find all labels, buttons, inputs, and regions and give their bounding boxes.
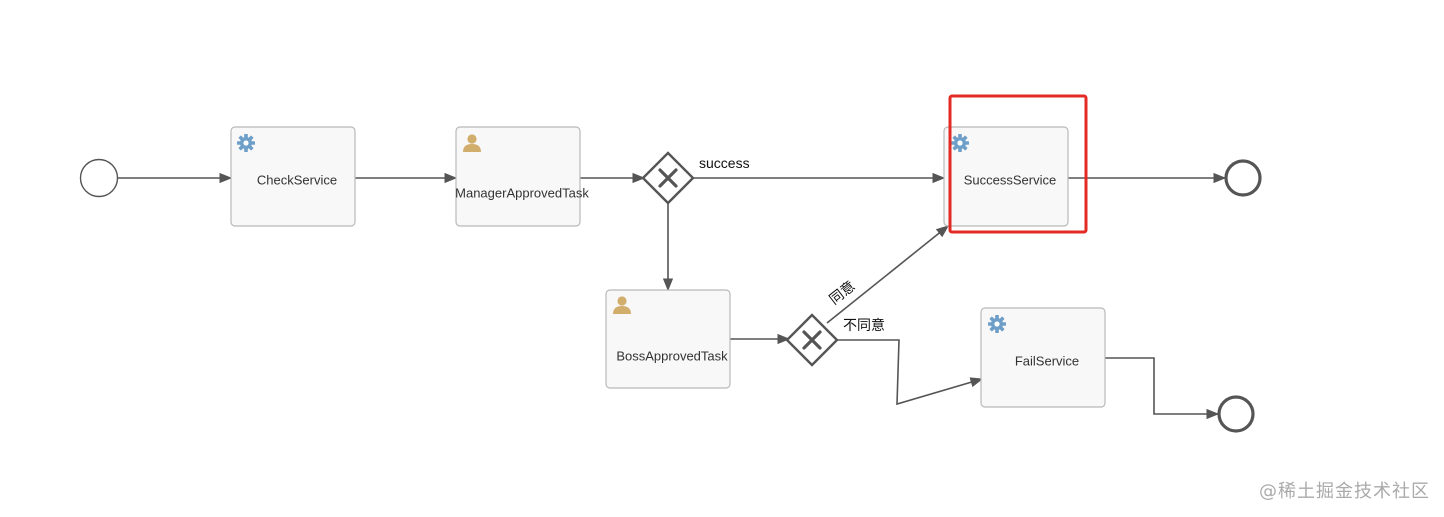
gear-icon	[988, 315, 1006, 333]
watermark: @稀土掘金技术社区	[1259, 481, 1430, 502]
start-event[interactable]	[79, 158, 119, 198]
exclusive-gateway-2[interactable]	[785, 313, 839, 367]
flow-agree[interactable]	[826, 225, 949, 324]
task-label: FailService	[1015, 353, 1079, 368]
task-label: CheckService	[257, 172, 337, 187]
end-event-fail[interactable]	[1217, 395, 1255, 433]
flow-fail-to-end[interactable]	[1105, 357, 1220, 420]
task-fail-service[interactable]: FailService	[980, 307, 1106, 408]
gear-icon	[951, 134, 969, 152]
flow-disagree[interactable]	[836, 339, 984, 406]
sequence-flows	[118, 172, 1227, 420]
task-label: BossApprovedTask	[616, 348, 728, 363]
task-label: SuccessService	[964, 172, 1056, 187]
task-success-service[interactable]: SuccessService	[943, 126, 1069, 227]
task-manager-approved[interactable]: ManagerApprovedTask	[455, 126, 589, 227]
flow-label-disagree: 不同意	[843, 317, 885, 333]
highlight-box	[948, 94, 1088, 234]
end-event-success[interactable]	[1224, 159, 1262, 197]
task-boss-approved[interactable]: BossApprovedTask	[605, 289, 731, 389]
task-label: ManagerApprovedTask	[455, 185, 589, 200]
flow-label-success: success	[699, 155, 750, 171]
task-check-service[interactable]: CheckService	[230, 126, 356, 227]
exclusive-gateway-1[interactable]	[641, 151, 695, 205]
gear-icon	[237, 134, 255, 152]
